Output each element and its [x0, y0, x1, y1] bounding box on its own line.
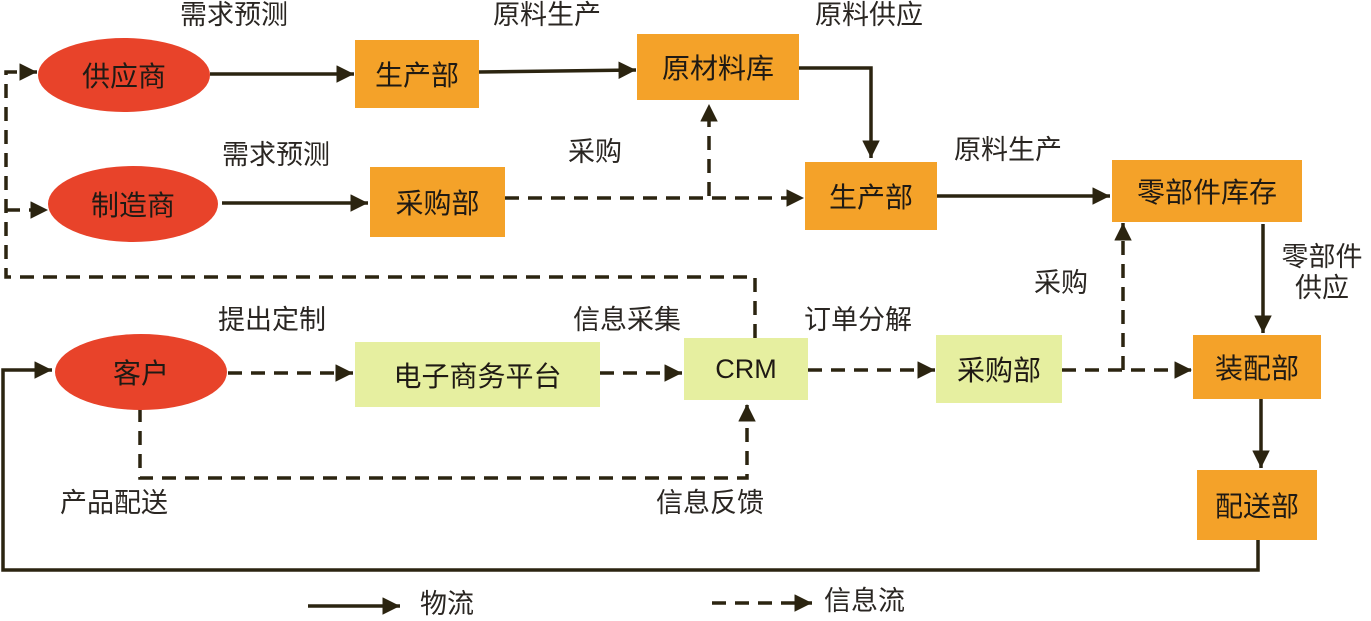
- manufacturer-node: 制造商: [48, 166, 218, 242]
- label-purchase-right: 采购: [1034, 268, 1088, 299]
- legend-material-flow: 物流: [420, 589, 474, 620]
- label-info-feedback: 信息反馈: [656, 488, 764, 519]
- ecommerce-node: 电子商务平台: [355, 342, 600, 407]
- label-order-split: 订单分解: [804, 305, 912, 336]
- label-parts-supply-line1: 零部件: [1281, 242, 1363, 273]
- purchase-low-node: 采购部: [936, 335, 1062, 403]
- customer-node: 客户: [55, 334, 227, 410]
- edge-crm-supplier-dashed: [4, 63, 757, 338]
- label-customize: 提出定制: [218, 305, 326, 336]
- label-info-collect: 信息采集: [573, 305, 681, 336]
- supplier-node: 供应商: [38, 38, 210, 112]
- purchase-mid-node: 采购部: [370, 167, 505, 237]
- delivery-node: 配送部: [1197, 470, 1317, 540]
- edge-customer-crm-feedback-dashed: [138, 404, 756, 480]
- label-parts-supply-line2: 供应: [1295, 273, 1349, 305]
- edge-production-rawwarehouse: [478, 61, 637, 79]
- label-raw-production-top: 原料生产: [493, 0, 601, 31]
- production-top-node: 生产部: [355, 40, 479, 108]
- crm-node: CRM: [684, 338, 808, 400]
- label-raw-supply: 原料供应: [815, 0, 923, 31]
- raw-warehouse-node: 原材料库: [637, 34, 799, 100]
- parts-inventory-node: 零部件库存: [1112, 160, 1302, 222]
- label-demand-forecast-top: 需求预测: [180, 0, 288, 31]
- label-product-delivery: 产品配送: [60, 488, 168, 519]
- label-raw-production-mid: 原料生产: [954, 135, 1062, 166]
- label-purchase-mid: 采购: [568, 137, 622, 168]
- assembly-node: 装配部: [1193, 335, 1321, 399]
- label-demand-forecast-mid: 需求预测: [222, 140, 330, 171]
- legend-info-flow: 信息流: [824, 586, 905, 617]
- production-mid-node: 生产部: [805, 162, 937, 230]
- edge-rawwarehouse-production: [799, 66, 880, 158]
- edge-delivery-customer: [1, 361, 1260, 572]
- label-parts-supply: 零部件 供应: [1276, 242, 1368, 304]
